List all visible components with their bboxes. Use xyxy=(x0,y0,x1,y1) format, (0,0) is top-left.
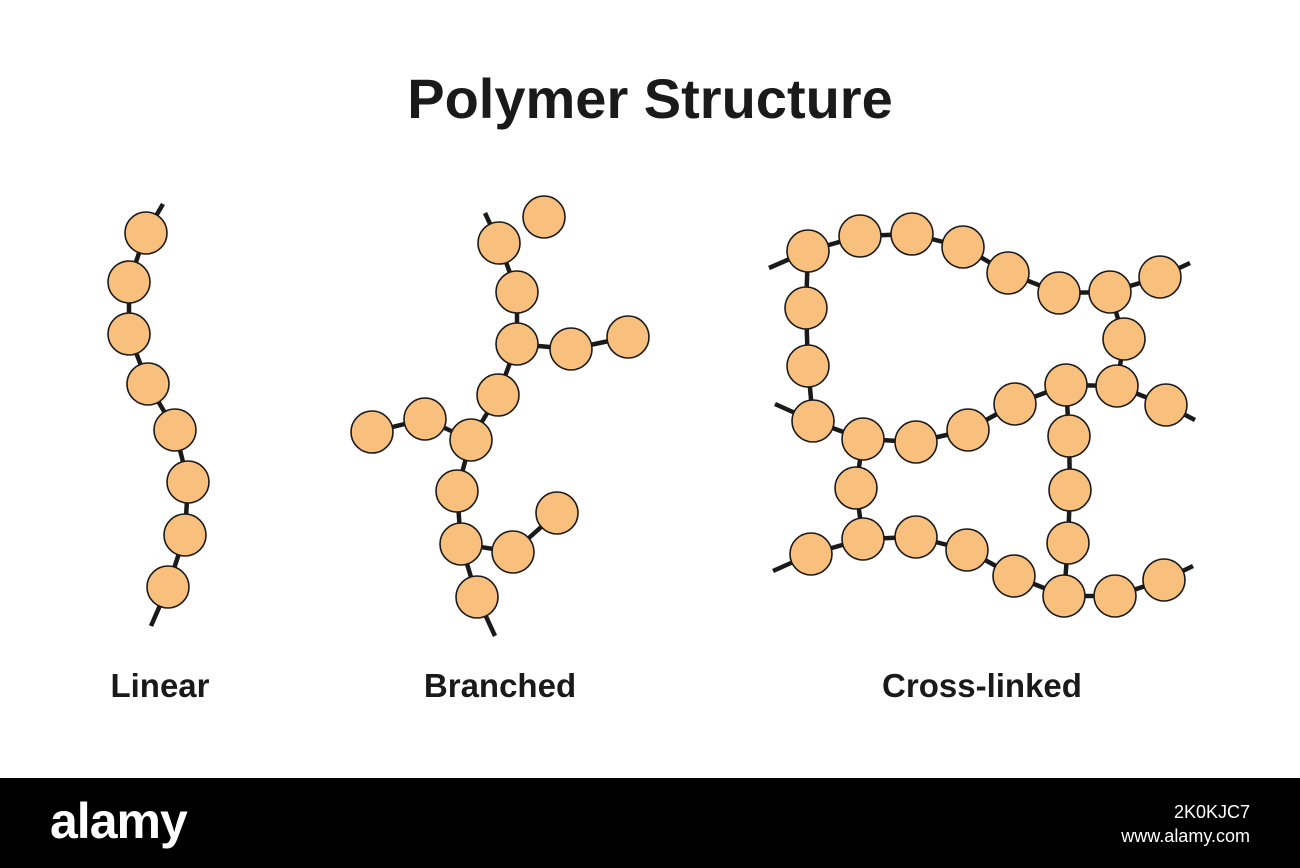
monomer-bead xyxy=(495,322,539,366)
monomer-bead xyxy=(126,362,170,406)
crosslinked-polymer xyxy=(768,212,1197,618)
monomer-bead xyxy=(786,229,830,273)
monomer-bead xyxy=(841,517,885,561)
monomer-bead xyxy=(163,513,207,557)
monomer-bead xyxy=(993,382,1037,426)
monomer-bead xyxy=(491,530,535,574)
monomer-bead xyxy=(449,418,493,462)
monomer-bead xyxy=(549,327,593,371)
monomer-bead xyxy=(894,515,938,559)
watermark-info: 2K0KJC7 www.alamy.com xyxy=(1121,800,1250,848)
monomer-bead xyxy=(1095,364,1139,408)
monomer-bead xyxy=(838,214,882,258)
watermark-bar: alamy 2K0KJC7 www.alamy.com xyxy=(0,778,1300,868)
monomer-bead xyxy=(495,270,539,314)
monomer-bead xyxy=(941,225,985,269)
monomer-bead xyxy=(1102,317,1146,361)
monomer-bead xyxy=(606,315,650,359)
label-crosslinked: Cross-linked xyxy=(882,667,1082,704)
monomer-bead xyxy=(791,399,835,443)
label-linear: Linear xyxy=(110,667,209,704)
monomer-bead xyxy=(1144,383,1188,427)
monomer-bead xyxy=(1138,255,1182,299)
monomer-bead xyxy=(986,251,1030,295)
monomer-bead xyxy=(403,397,447,441)
monomer-bead xyxy=(124,211,168,255)
monomer-bead xyxy=(455,575,499,619)
monomer-bead xyxy=(477,221,521,265)
branched-polymer xyxy=(350,195,650,637)
monomer-bead xyxy=(522,195,566,239)
monomer-bead xyxy=(1088,270,1132,314)
linear-polymer xyxy=(107,202,210,627)
monomer-bead xyxy=(789,532,833,576)
monomer-bead xyxy=(439,522,483,566)
monomer-bead xyxy=(1093,574,1137,618)
monomer-bead xyxy=(107,260,151,304)
polymer-structure-diagram: Polymer Structure Linear Branched Cross-… xyxy=(107,67,1197,704)
monomer-bead xyxy=(786,344,830,388)
site-url: www.alamy.com xyxy=(1121,826,1250,846)
monomer-bead xyxy=(350,410,394,454)
monomer-bead xyxy=(992,554,1036,598)
monomer-bead xyxy=(946,408,990,452)
monomer-bead xyxy=(435,469,479,513)
diagram-title: Polymer Structure xyxy=(407,67,893,130)
monomer-bead xyxy=(1042,574,1086,618)
monomer-bead xyxy=(945,528,989,572)
monomer-bead xyxy=(1044,363,1088,407)
monomer-bead xyxy=(146,565,190,609)
monomer-bead xyxy=(1048,468,1092,512)
monomer-bead xyxy=(784,286,828,330)
monomer-bead xyxy=(1142,558,1186,602)
monomer-bead xyxy=(1037,271,1081,315)
monomer-bead xyxy=(841,417,885,461)
image-code: 2K0KJC7 xyxy=(1173,802,1250,822)
monomer-bead xyxy=(476,373,520,417)
monomer-bead xyxy=(1046,521,1090,565)
monomer-bead xyxy=(166,460,210,504)
monomer-bead xyxy=(153,408,197,452)
monomer-bead xyxy=(107,312,151,356)
label-branched: Branched xyxy=(424,667,576,704)
monomer-bead xyxy=(1047,414,1091,458)
alamy-logo: alamy xyxy=(50,793,188,849)
monomer-bead xyxy=(535,491,579,535)
monomer-bead xyxy=(894,420,938,464)
monomer-bead xyxy=(890,212,934,256)
monomer-bead xyxy=(834,466,878,510)
